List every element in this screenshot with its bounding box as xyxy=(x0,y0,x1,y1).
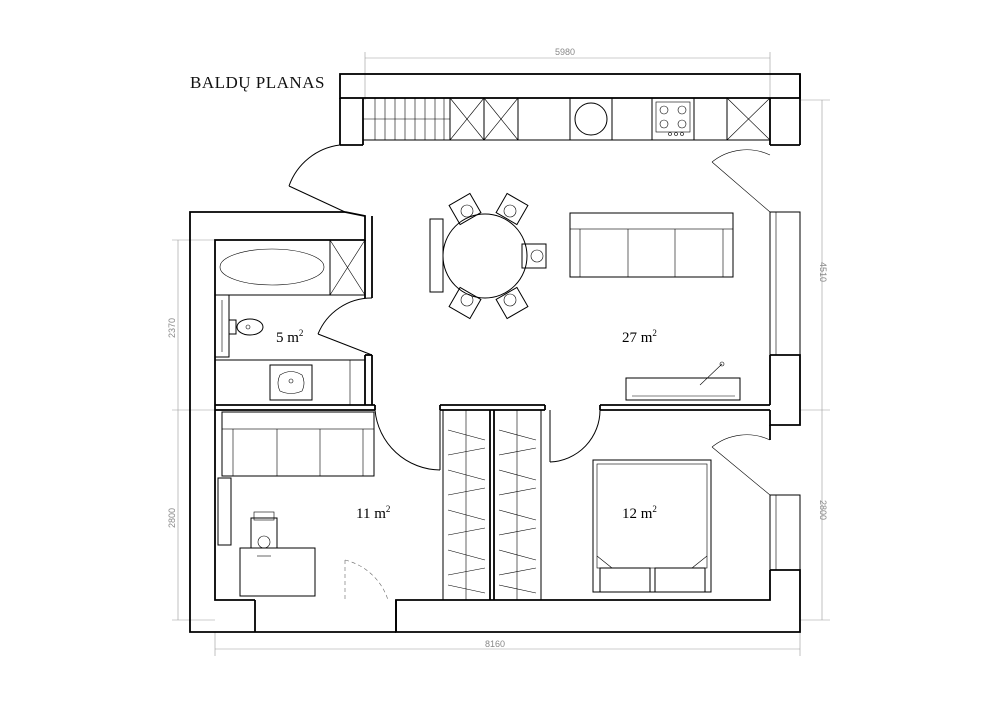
bookshelf xyxy=(217,477,232,546)
dim-top: 5980 xyxy=(555,47,575,57)
wardrobe-left xyxy=(442,409,491,601)
office-sofa xyxy=(221,411,375,477)
pillow xyxy=(654,567,706,593)
area-label-office: 11 m2 xyxy=(356,504,390,522)
tv-unit xyxy=(625,361,741,401)
office-chair xyxy=(250,511,278,557)
bed xyxy=(592,459,712,593)
sink-basin xyxy=(574,102,608,136)
area-labels: 5 m2 27 m2 11 m2 12 m2 xyxy=(276,328,657,522)
kitchen-counter xyxy=(362,97,771,141)
area-label-bedroom: 12 m2 xyxy=(622,504,657,522)
dim-right-lower: 2800 xyxy=(818,500,828,520)
living-sofa xyxy=(569,212,734,278)
washing-machine-counter xyxy=(214,359,366,406)
dim-right-upper: 4510 xyxy=(818,262,828,282)
dimension-lines: 5980 8160 4510 2800 2370 2800 xyxy=(167,47,830,656)
pantry-cabinet xyxy=(362,97,451,141)
dining-chair xyxy=(495,286,529,320)
doors xyxy=(288,144,771,601)
sideboard xyxy=(429,218,444,293)
area-label-bathroom: 5 m2 xyxy=(276,328,303,346)
wardrobe-right xyxy=(493,409,542,601)
bath-shelf xyxy=(214,294,230,358)
dining-chair xyxy=(448,192,482,226)
area-label-living: 27 m2 xyxy=(622,328,657,346)
dining-chair xyxy=(521,243,547,269)
plan-title: BALDŲ PLANAS xyxy=(190,73,325,92)
dim-bottom: 8160 xyxy=(485,639,505,649)
dim-left-lower: 2800 xyxy=(167,508,177,528)
stove xyxy=(651,97,695,141)
dim-left-upper: 2370 xyxy=(167,318,177,338)
office-furniture xyxy=(217,411,375,597)
bathroom-fixtures xyxy=(214,239,366,406)
wardrobes xyxy=(442,409,542,601)
bathtub xyxy=(214,239,366,296)
dining-chair xyxy=(448,286,482,320)
desk xyxy=(239,547,316,597)
dining-table xyxy=(429,192,547,320)
dining-chair xyxy=(495,192,529,226)
pillow xyxy=(599,567,651,593)
toilet xyxy=(228,318,264,336)
